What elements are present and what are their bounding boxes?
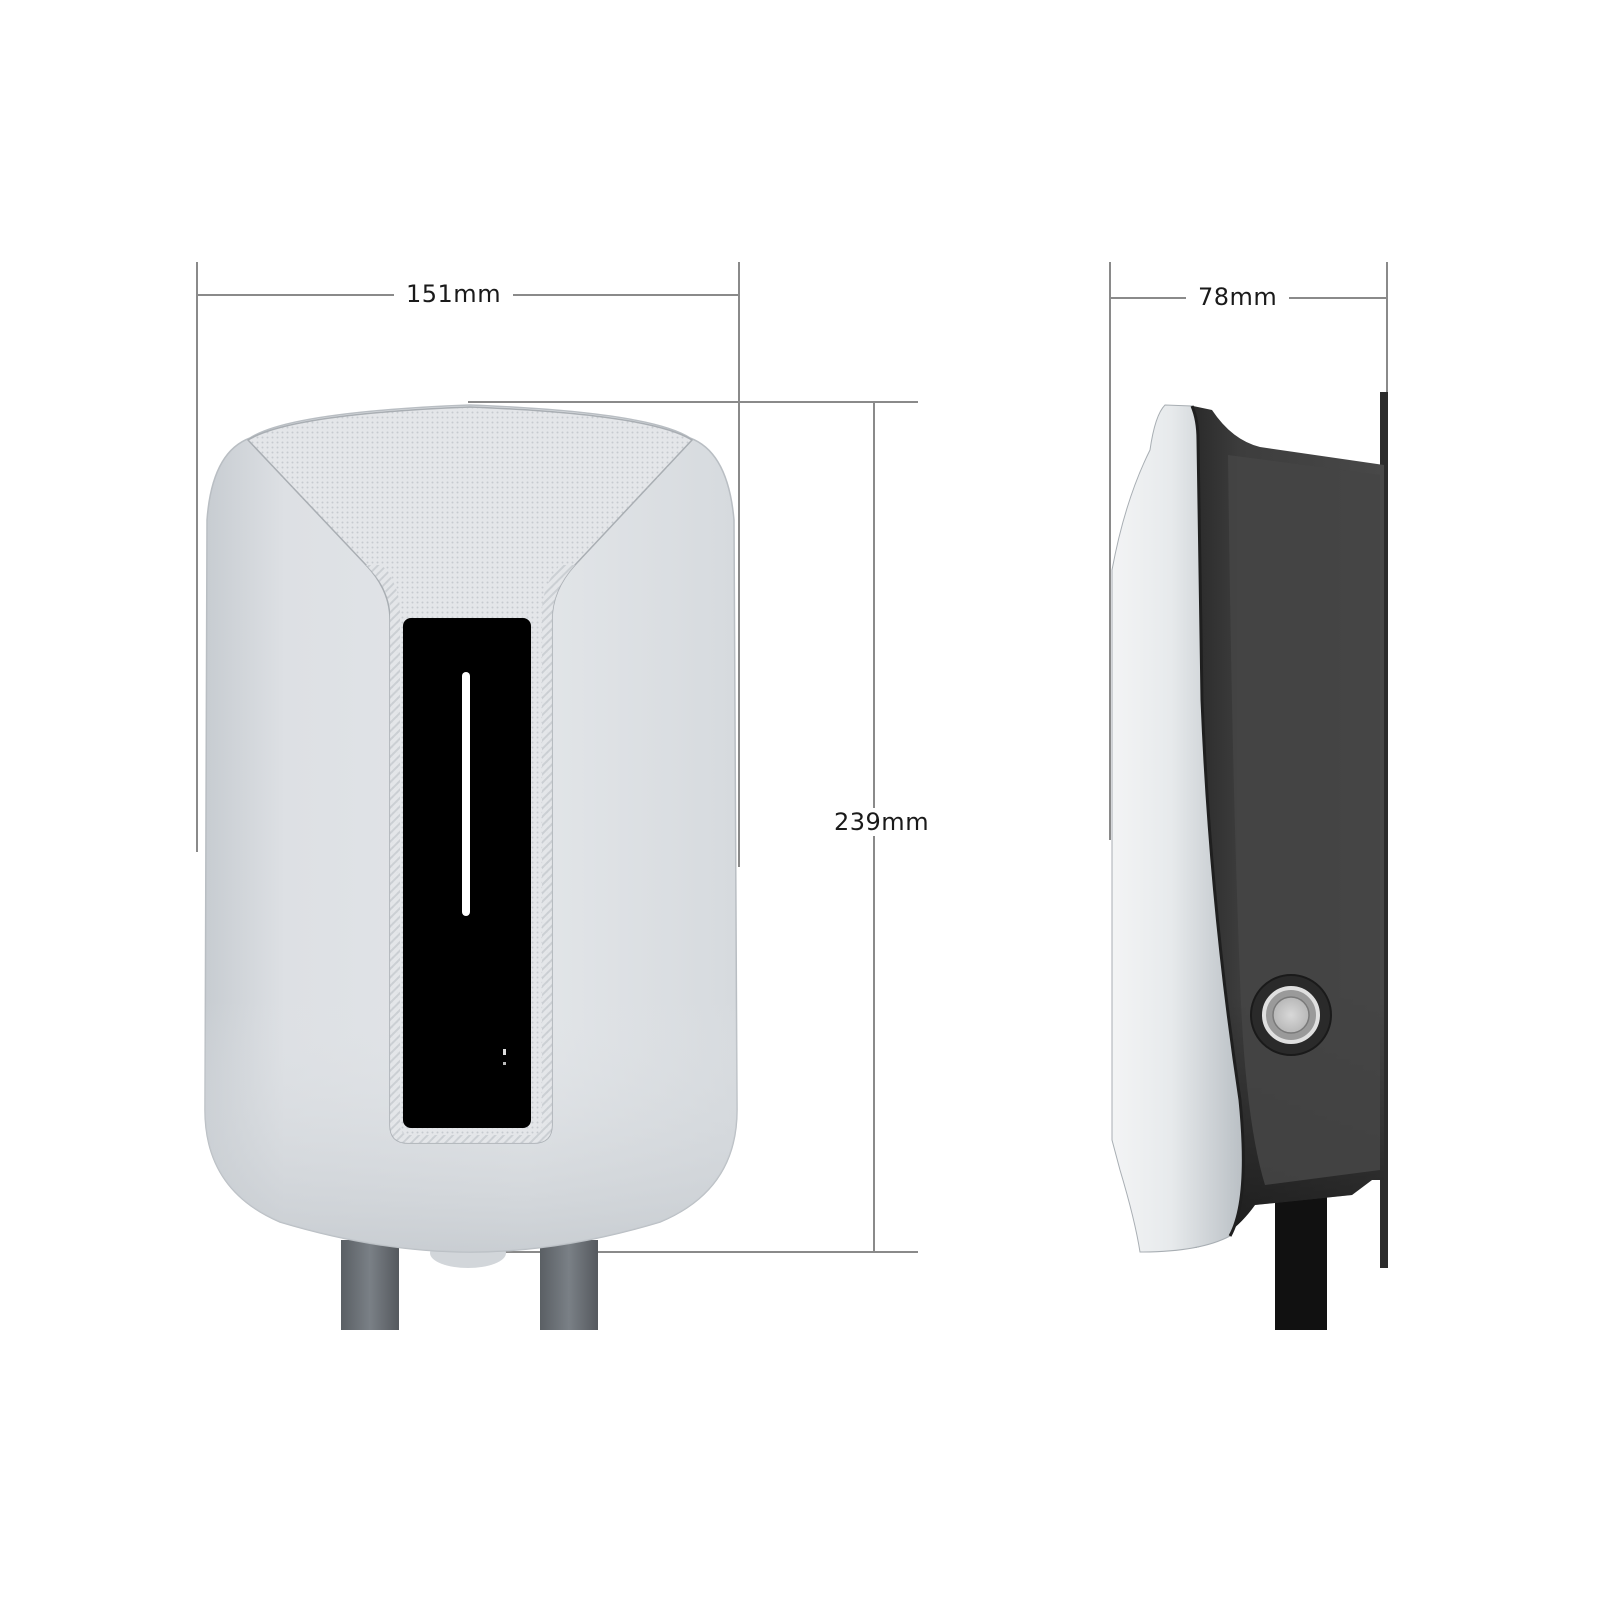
width-extension-line-left [196,262,198,852]
side-cable [1275,1180,1327,1330]
width-dimension-label: 151mm [394,282,514,306]
side-recess-panel [1228,455,1380,1185]
width-extension-line-right [738,262,740,867]
power-button[interactable] [1250,974,1332,1056]
cable-right [540,1240,598,1330]
indicator-dot [503,1062,506,1065]
depth-extension-line-left [1109,262,1111,840]
height-dimension-label: 239mm [822,808,942,836]
depth-dimension-label: 78mm [1186,285,1290,309]
status-light-bar [462,672,470,916]
indicator-dot [503,1049,506,1055]
cable-left [341,1240,399,1330]
height-extension-line-bottom [455,1251,918,1253]
height-extension-line-top [468,401,918,403]
